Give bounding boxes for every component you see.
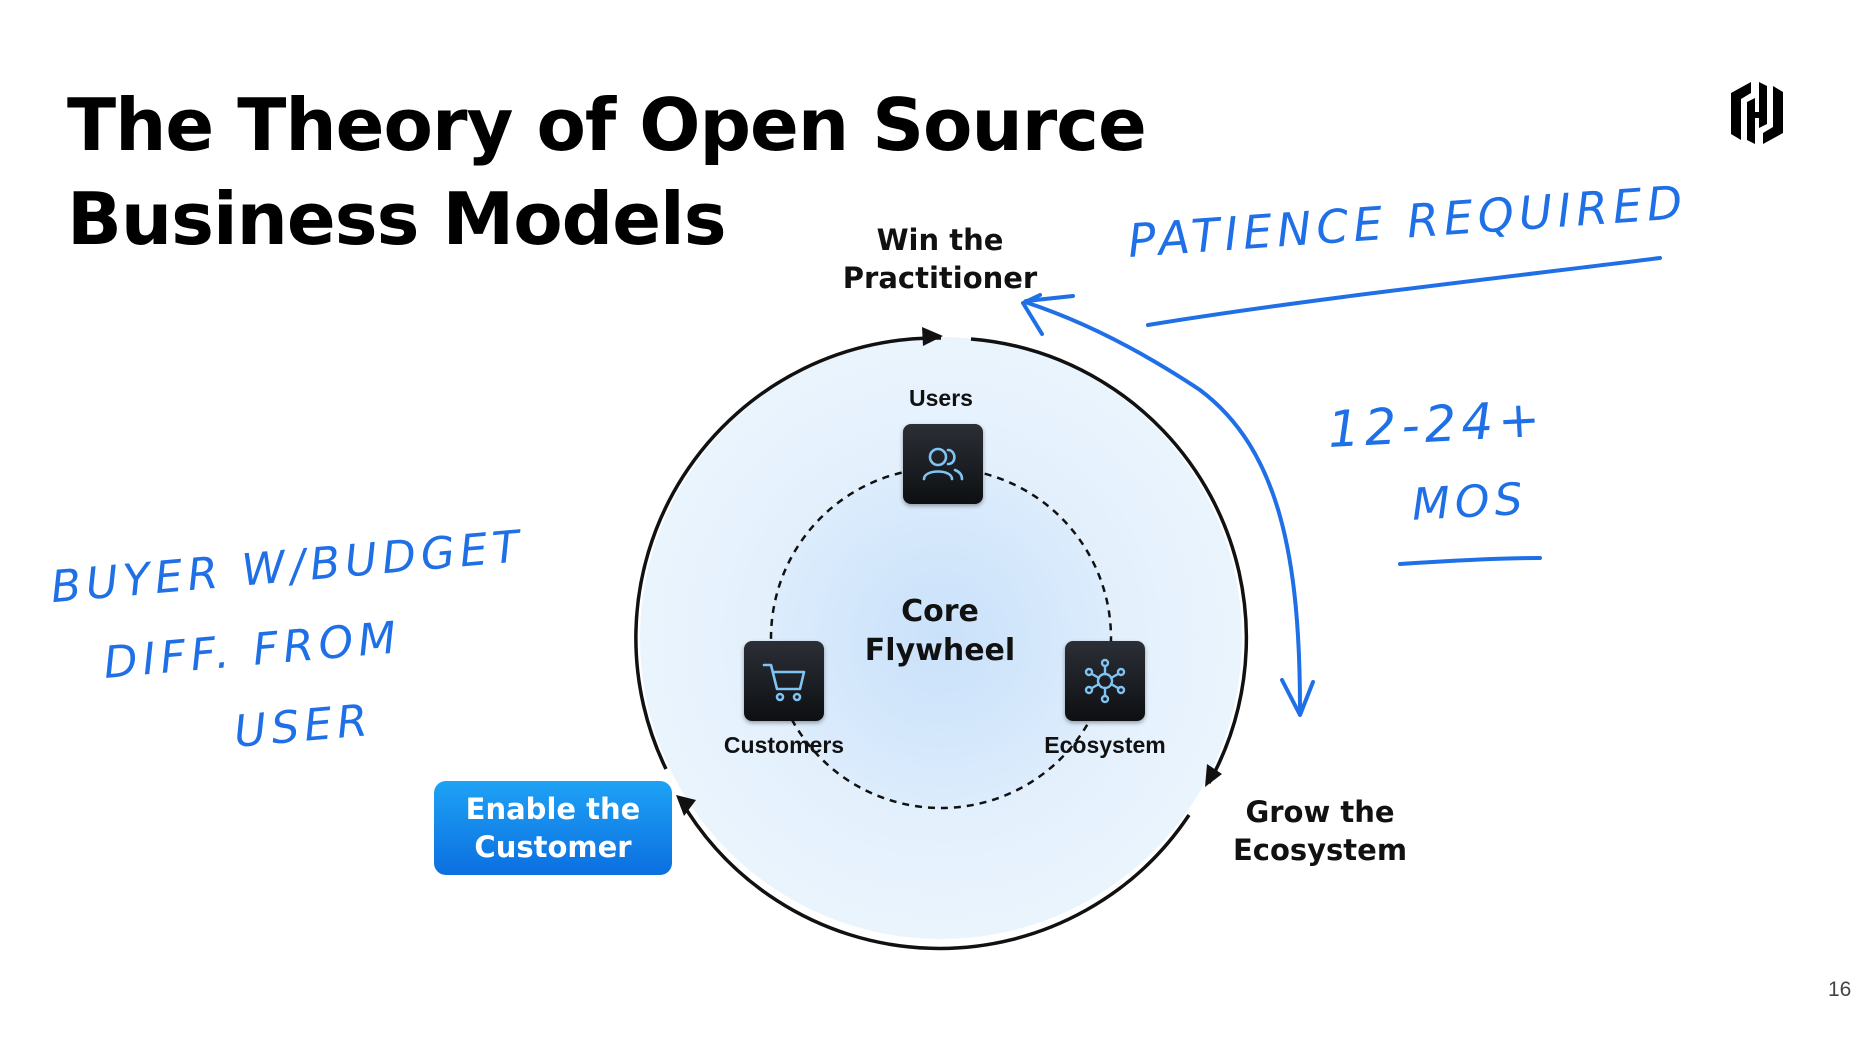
stage-win-practitioner: Win the Practitioner — [810, 221, 1070, 297]
node-ecosystem-label: Ecosystem — [1044, 732, 1166, 758]
slide-title: The Theory of Open Source Business Model… — [67, 78, 1147, 266]
outer-ring-arrowheads — [676, 327, 1222, 816]
node-users-tile — [903, 424, 983, 504]
stage-win-line-2: Practitioner — [842, 261, 1038, 295]
stage-enable-customer: Enable the Customer — [434, 781, 672, 875]
network-hub-icon — [1084, 658, 1126, 704]
core-line-1: Core — [901, 594, 979, 629]
core-line-2: Flywheel — [864, 633, 1016, 668]
stage-enable-line-2: Customer — [474, 830, 632, 864]
shopping-cart-icon — [762, 663, 806, 702]
inner-circle-fill — [771, 468, 1111, 808]
outer-ring-arcs — [634, 336, 1249, 951]
note-duration: 12-24+ MOS — [1326, 379, 1551, 550]
slide-title-line-1: The Theory of Open Source — [67, 83, 1147, 167]
stage-grow-line-1: Grow the — [1245, 795, 1395, 829]
note-duration-line-1: 12-24+ — [1326, 389, 1547, 460]
stage-win-line-1: Win the — [876, 223, 1004, 257]
node-customers-tile — [744, 641, 824, 721]
users-icon — [922, 447, 964, 481]
node-users-label: Users — [909, 385, 973, 411]
note-duration-line-2: MOS — [1410, 473, 1529, 531]
stage-grow-ecosystem: Grow the Ecosystem — [1190, 793, 1450, 869]
core-flywheel-label: Core Flywheel — [840, 592, 1040, 670]
stage-grow-line-2: Ecosystem — [1232, 833, 1408, 867]
handwritten-underlines — [1146, 256, 1662, 566]
page-number: 16 — [1828, 978, 1852, 1001]
node-ecosystem-tile — [1065, 641, 1145, 721]
slide-title-line-2: Business Models — [67, 177, 727, 261]
inner-dashed-ring — [769, 466, 1113, 810]
node-customers-label: Customers — [723, 732, 845, 758]
patience-arrow — [1021, 293, 1315, 717]
stage-enable-line-1: Enable the — [465, 792, 641, 826]
note-buyer: BUYER W/BUDGET DIFF. FROM USER — [48, 507, 542, 787]
hashicorp-logo-icon — [1731, 82, 1783, 144]
